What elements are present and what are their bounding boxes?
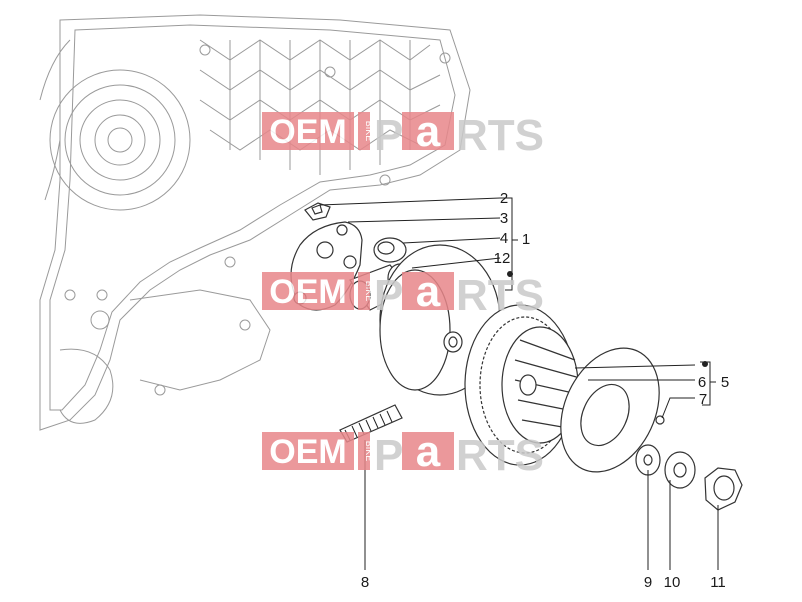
- svg-text:OEM: OEM: [269, 433, 346, 471]
- svg-text:a: a: [416, 107, 441, 156]
- callout-11: 11: [710, 574, 726, 591]
- part-2-clip: [304, 202, 331, 221]
- callout-2: 2: [500, 190, 508, 207]
- svg-text:RTS: RTS: [456, 431, 544, 480]
- watermark-bottom: OEM BIKE P a RTS: [262, 427, 544, 480]
- leader-lines: [319, 197, 719, 570]
- watermark-top: OEM BIKE P a RTS: [262, 107, 544, 160]
- drive-gear-fan: [464, 304, 583, 466]
- svg-text:RTS: RTS: [456, 271, 544, 320]
- part-4-bushing: [373, 237, 407, 263]
- svg-text:P: P: [374, 111, 403, 160]
- callout-3: 3: [500, 210, 508, 227]
- part-10-washer: [664, 451, 696, 489]
- svg-text:BIKE: BIKE: [364, 441, 374, 462]
- svg-text:BIKE: BIKE: [364, 281, 374, 302]
- callout-10: 10: [664, 574, 681, 591]
- svg-text:a: a: [416, 427, 441, 476]
- callout-4: 4: [500, 230, 508, 247]
- callout-8: 8: [361, 574, 369, 591]
- svg-text:OEM: OEM: [269, 273, 346, 311]
- callout-1: 1: [522, 231, 530, 248]
- crankcase-housing: [39, 14, 471, 431]
- svg-text:OEM: OEM: [269, 113, 346, 151]
- part-6-cover-plate: [560, 347, 660, 473]
- svg-text:P: P: [374, 271, 403, 320]
- callout-12: 12: [494, 250, 511, 267]
- svg-text:P: P: [374, 431, 403, 480]
- svg-text:BIKE: BIKE: [364, 121, 374, 142]
- svg-text:a: a: [416, 267, 441, 316]
- callout-6: 6: [698, 374, 706, 391]
- callout-5: 5: [721, 374, 729, 391]
- callout-9: 9: [644, 574, 652, 591]
- watermark-middle: OEM BIKE P a RTS: [262, 267, 544, 320]
- part-11-nut: [704, 467, 743, 511]
- svg-text:RTS: RTS: [456, 111, 544, 160]
- callout-7: 7: [699, 391, 707, 408]
